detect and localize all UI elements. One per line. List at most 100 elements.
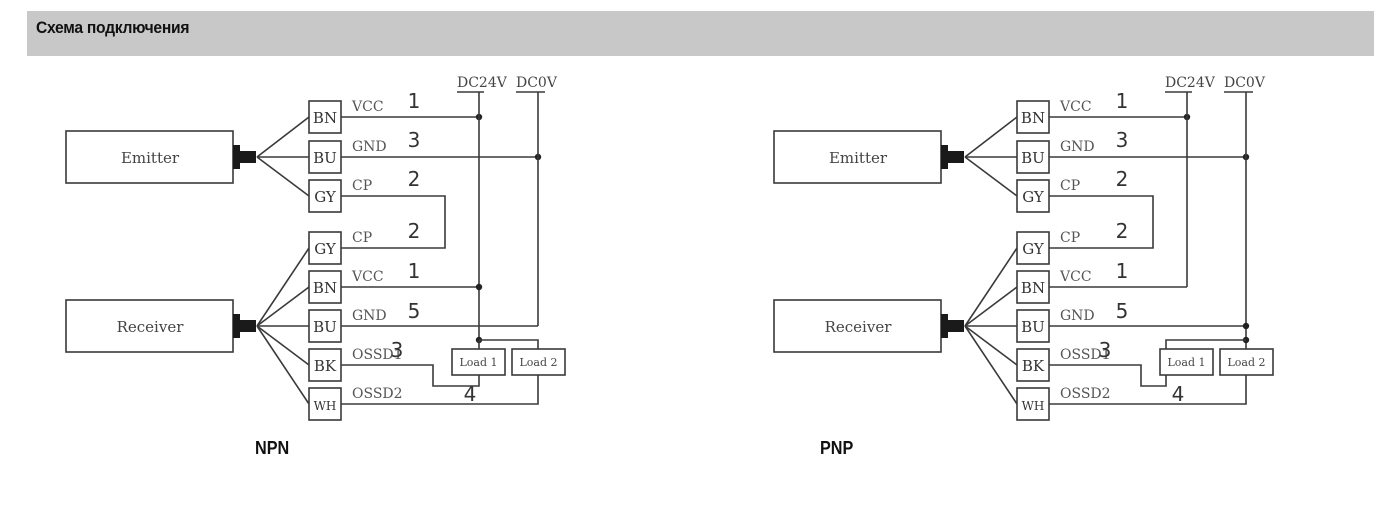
load-1-label: Load 1 xyxy=(1167,356,1205,369)
receiver-wire-color-wh: WH xyxy=(1022,399,1045,413)
emitter-label: Emitter xyxy=(829,149,888,167)
pin-number: 2 xyxy=(408,219,421,243)
pin-number: 4 xyxy=(1172,382,1185,406)
pin-number: 3 xyxy=(408,128,421,152)
section-title: Схема подключения xyxy=(36,18,190,37)
receiver-wire-color-bu: BU xyxy=(1021,318,1045,336)
section-header: Схема подключения xyxy=(27,11,1374,56)
emitter-box xyxy=(65,130,234,184)
receiver-wire-color-bu: BU xyxy=(313,318,337,336)
diagram-pnp: EmitterReceiverBNVCCBUGNDGYCPGYCPBNVCCBU… xyxy=(773,75,1274,421)
receiver-wire-signal-ossd1: OSSD1 xyxy=(1060,347,1111,363)
emitter-box xyxy=(773,130,942,184)
pin-number: 2 xyxy=(408,167,421,191)
emitter-connector xyxy=(233,145,240,169)
receiver-wire-signal-gnd: GND xyxy=(1060,308,1095,324)
pin-number: 1 xyxy=(408,89,421,113)
rail-label-positive: DC24V xyxy=(1165,75,1216,91)
caption-npn: NPN xyxy=(255,438,290,458)
cable-wire xyxy=(964,286,1018,327)
receiver-wire-box-wh xyxy=(1016,387,1050,421)
receiver-wire-box-bn xyxy=(308,270,342,304)
load-2-label: Load 2 xyxy=(1227,356,1265,369)
cable-wire xyxy=(964,247,1018,327)
receiver-label: Receiver xyxy=(117,318,185,336)
receiver-box xyxy=(773,299,942,353)
pin-number: 5 xyxy=(1116,299,1129,323)
emitter-wire-color-bn: BN xyxy=(1021,109,1045,127)
cable-wire xyxy=(964,325,1018,405)
receiver-wire-color-bk: BK xyxy=(314,357,337,375)
receiver-connector-plug xyxy=(948,320,964,332)
receiver-wire-color-gy: GY xyxy=(1022,240,1045,258)
wire-ossd1 xyxy=(341,364,480,387)
receiver-wire-color-wh: WH xyxy=(314,399,337,413)
receiver-connector xyxy=(941,314,948,338)
receiver-wire-signal-cp: CP xyxy=(1060,230,1080,246)
rail-label-negative: DC0V xyxy=(516,75,558,91)
cable-wire xyxy=(964,325,1018,366)
load-2-label: Load 2 xyxy=(519,356,557,369)
cable-wire xyxy=(256,325,310,405)
load-1-label: Load 1 xyxy=(459,356,497,369)
cable-wire xyxy=(964,116,1018,158)
pin-number: 2 xyxy=(1116,219,1129,243)
receiver-wire-box-wh xyxy=(308,387,342,421)
emitter-wire-color-bu: BU xyxy=(313,149,337,167)
rail-label-positive: DC24V xyxy=(457,75,508,91)
wire-cp-loop xyxy=(1049,195,1154,249)
wire-cp-loop xyxy=(341,195,446,249)
emitter-wire-box-bn xyxy=(308,100,342,134)
pin-number: 3 xyxy=(391,338,404,362)
load-1-box xyxy=(1159,348,1214,376)
wire-ossd2 xyxy=(341,375,539,405)
diagram-npn: EmitterReceiverBNVCCBUGNDGYCPGYCPBNVCCBU… xyxy=(65,75,566,421)
receiver-wire-signal-ossd2: OSSD2 xyxy=(1060,386,1111,402)
emitter-wire-signal-cp: CP xyxy=(352,178,372,194)
emitter-wire-box-bu xyxy=(1016,140,1050,174)
receiver-wire-box-gy xyxy=(308,231,342,265)
pin-number: 2 xyxy=(1116,167,1129,191)
caption-pnp: PNP xyxy=(820,438,854,458)
pin-number: 4 xyxy=(464,382,477,406)
emitter-wire-signal-vcc: VCC xyxy=(1059,99,1092,115)
wire-load-common xyxy=(1165,339,1246,349)
receiver-wire-signal-vcc: VCC xyxy=(351,269,384,285)
emitter-wire-color-gy: GY xyxy=(1022,188,1045,206)
junction-dot xyxy=(1242,322,1250,330)
receiver-wire-box-bn xyxy=(1016,270,1050,304)
cable-wire xyxy=(256,325,310,366)
wire-load-common xyxy=(479,339,539,349)
cable-wire xyxy=(256,116,310,158)
emitter-wire-signal-gnd: GND xyxy=(352,139,387,155)
receiver-wire-signal-vcc: VCC xyxy=(1059,269,1092,285)
receiver-wire-signal-cp: CP xyxy=(352,230,372,246)
pin-number: 5 xyxy=(408,299,421,323)
receiver-wire-box-bu xyxy=(308,309,342,343)
receiver-wire-signal-gnd: GND xyxy=(352,308,387,324)
receiver-wire-signal-ossd1: OSSD1 xyxy=(352,347,403,363)
emitter-wire-signal-gnd: GND xyxy=(1060,139,1095,155)
emitter-wire-box-gy xyxy=(1016,179,1050,213)
wire-ossd2 xyxy=(1049,375,1247,405)
receiver-wire-color-bn: BN xyxy=(313,279,337,297)
cable-wire xyxy=(256,247,310,327)
emitter-label: Emitter xyxy=(121,149,180,167)
emitter-connector xyxy=(941,145,948,169)
receiver-wire-box-bu xyxy=(1016,309,1050,343)
pin-number: 3 xyxy=(1099,338,1112,362)
pin-number: 1 xyxy=(408,259,421,283)
emitter-wire-signal-vcc: VCC xyxy=(351,99,384,115)
cable-wire xyxy=(964,156,1018,197)
receiver-connector-plug xyxy=(240,320,256,332)
cable-wire xyxy=(256,286,310,327)
pin-number: 1 xyxy=(1116,89,1129,113)
junction-dot xyxy=(475,283,483,291)
emitter-wire-box-gy xyxy=(308,179,342,213)
receiver-wire-color-bk: BK xyxy=(1022,357,1045,375)
receiver-wire-color-bn: BN xyxy=(1021,279,1045,297)
receiver-wire-signal-ossd2: OSSD2 xyxy=(352,386,403,402)
cable-wire xyxy=(256,156,310,197)
emitter-wire-color-bn: BN xyxy=(313,109,337,127)
